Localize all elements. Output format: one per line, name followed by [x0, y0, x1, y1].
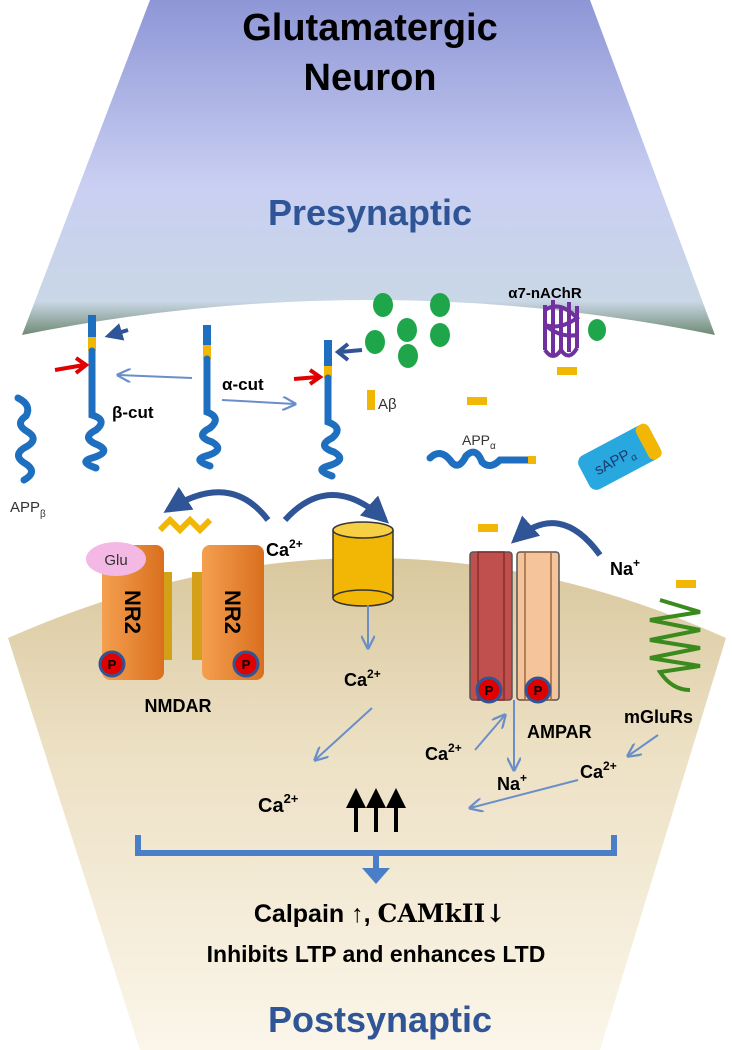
ca-increase-arrows	[346, 788, 406, 832]
beta-cut-red-arrow	[54, 363, 85, 372]
mglur-to-pool-arrow	[470, 779, 579, 808]
convergence-arrow-head	[362, 868, 390, 884]
mglur-ca-arrow	[628, 734, 659, 756]
free-abeta	[467, 397, 487, 405]
mglurs-label: mGluRs	[624, 707, 693, 727]
postsynaptic-label: Postsynaptic	[268, 999, 492, 1040]
ca-label-mglur: Ca2+	[580, 759, 617, 782]
nr2-label-right: NR2	[220, 590, 245, 634]
app-beta-free	[14, 394, 37, 484]
p-label: P	[108, 657, 117, 672]
phospho-ampar-left	[475, 676, 503, 704]
phospho-nmdar-right	[232, 650, 260, 678]
app-alpha-cleaved	[318, 340, 344, 480]
synaptic-vesicles	[365, 293, 606, 368]
ca-label-ampar: Ca2+	[425, 741, 462, 764]
channel-to-pool-arrow	[315, 707, 373, 760]
glutamate-molecule	[86, 542, 146, 576]
mglur-receptor	[649, 598, 701, 692]
alpha-cut-label: α-cut	[222, 375, 264, 394]
p-label: P	[242, 657, 251, 672]
nr2-label-left: NR2	[120, 590, 145, 634]
a7-nachr-label: α7-nAChR	[508, 285, 582, 302]
glu-label: Glu	[104, 552, 127, 569]
ca-pool-label: Ca2+	[258, 791, 299, 817]
abeta-label: Aβ	[378, 396, 397, 413]
nmdar-receptor	[102, 515, 264, 680]
nmdar-label: NMDAR	[145, 696, 212, 716]
a7-nachr-receptor	[543, 300, 581, 358]
presynaptic-label: Presynaptic	[268, 192, 472, 233]
calcium-channel	[332, 521, 394, 607]
p-label: P	[534, 683, 543, 698]
na-label-ampar: Na+	[497, 771, 527, 794]
beta-cut-arrow	[118, 375, 193, 378]
outcome-line-1: Calpain ↑, CAMkII↓	[254, 899, 506, 928]
p-label: P	[485, 683, 494, 698]
convergence-bracket	[135, 835, 617, 870]
ca-influx-arrow-left	[163, 486, 271, 522]
presynaptic-terminal	[22, 0, 715, 335]
app-alpha-label: APPα	[462, 432, 496, 452]
alpha-cut-red-arrow	[293, 375, 319, 381]
beta-cut-label: β-cut	[112, 403, 154, 422]
ca-influx-arrow-right	[282, 492, 389, 524]
app-beta-cleaved	[82, 315, 108, 472]
ampar-ligand	[478, 524, 498, 532]
ca-label-channel: Ca2+	[344, 667, 381, 690]
a7-abeta-fragment	[557, 367, 577, 375]
na-label-top: Na+	[610, 556, 640, 579]
ampar-ca-arrow	[474, 715, 505, 751]
phospho-nmdar-left	[98, 650, 126, 678]
ca-label-top: Ca2+	[266, 537, 303, 560]
mglur-ligand	[676, 580, 696, 588]
phospho-ampar-right	[524, 676, 552, 704]
sapp-alpha: sAPPα	[578, 423, 662, 490]
app-full	[196, 325, 222, 470]
title-line-2: Neuron	[304, 57, 437, 99]
app-alpha-fragment	[426, 448, 534, 469]
outcome-line-2: Inhibits LTP and enhances LTD	[207, 941, 546, 967]
na-influx-arrow	[510, 515, 603, 557]
app-beta-label: APPβ	[10, 499, 46, 520]
abeta-fragment	[367, 390, 375, 410]
ampar-label: AMPAR	[527, 722, 592, 742]
beta-secretase-arrow	[104, 323, 129, 341]
alpha-secretase-arrow	[339, 348, 363, 354]
alpha-cut-arrow	[221, 400, 295, 404]
title-line-1: Glutamatergic	[242, 7, 498, 49]
